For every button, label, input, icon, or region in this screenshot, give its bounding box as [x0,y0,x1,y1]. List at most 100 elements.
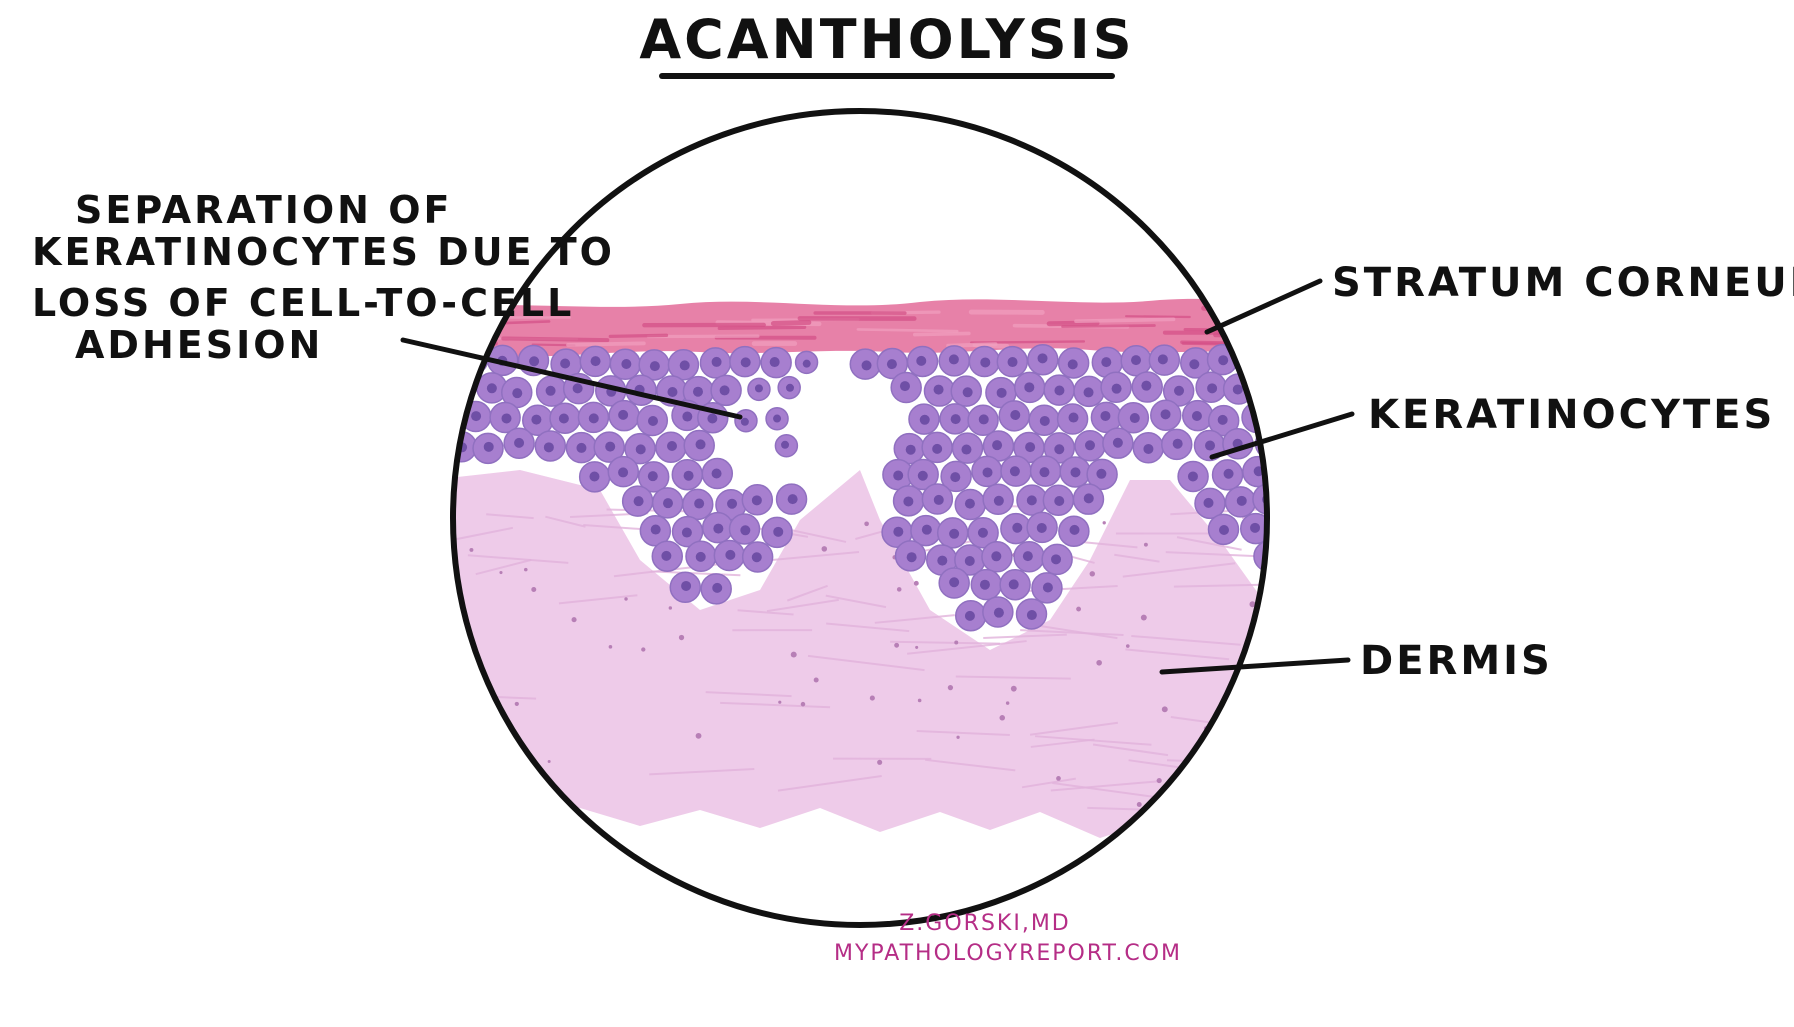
dermis-fiber [1230,770,1267,780]
keratinocyte-cell [1270,570,1300,600]
keratinocyte-cell [472,432,504,465]
keratinocyte-cell [1268,459,1298,489]
keratinocyte-cell [1031,572,1063,604]
keratinocyte-cell [1211,459,1244,491]
keratinocyte-cell [728,513,761,545]
keratinocyte-cell [609,348,642,381]
dermis-nucleus [1102,521,1106,525]
dermis-nucleus [1005,701,1010,705]
keratinocyte-cell [741,484,774,516]
keratinocyte-cell [893,432,926,465]
dermis-nucleus [668,606,673,610]
dermis-nucleus [1261,762,1267,768]
corneum-streak [1074,317,1176,324]
keratinocyte-cell [1271,513,1301,543]
dermis-nucleus [547,759,551,764]
corneum-streak [770,319,812,326]
dermis-nucleus [678,634,685,641]
keratinocyte-cell [1148,344,1181,376]
dermis-nucleus [1191,791,1197,797]
separation-label-line-4: ADHESION [75,323,323,367]
dermis-fiber [545,515,586,528]
dermis-nucleus [1076,606,1082,612]
dermis-nucleus [869,695,875,701]
keratinocyte-cell [1041,543,1073,576]
dermis-fiber [1122,562,1236,578]
acantholytic-cell [774,433,799,458]
separation-label-line-1: SEPARATION OF [75,188,452,232]
keratinocyte-cell [701,511,734,544]
keratinocyte-cell [713,539,746,572]
keratinocyte-cell [453,371,473,403]
keratinocyte-cell [577,401,610,434]
keratinocyte-cell [907,458,939,491]
keratinocyte-cell [1224,486,1257,518]
keratinocyte-cell [1120,344,1152,377]
keratinocyte-cell [982,596,1014,628]
dermis-nucleus [864,521,869,527]
dermis-nucleus [896,587,902,592]
keratinocyte-cell [1016,484,1048,516]
keratinocyte-cell [700,573,732,605]
corneum-streak [453,341,498,347]
dermis-fiber [1020,629,1124,636]
dermis-fiber [1274,564,1365,566]
keratinocyte-cell [1026,511,1058,544]
dermis-nucleus [813,677,819,683]
keratinocyte-cell [1029,455,1062,487]
keratinocyte-cell [1027,343,1059,376]
dermis-nucleus [1056,776,1061,781]
keratinocyte-cell [1013,371,1046,404]
dermis-fiber [650,570,741,577]
keratinocyte-cell [1179,347,1212,379]
dermis-fiber [1125,648,1230,661]
keratinocyte-cell [1073,375,1105,408]
keratinocyte-cell [682,375,715,408]
keratinocyte-cell [894,540,927,572]
keratinocyte-cell [1059,456,1091,488]
dermis-fiber [649,767,755,776]
dermis-nucleus [947,685,954,691]
keratinocyte-cell [996,345,1029,378]
keratinocyte-cell [1074,429,1106,462]
separation-label: SEPARATION OF KERATINOCYTES DUE TO LOSS … [32,188,612,367]
dermis-fiber [1052,782,1161,799]
dermis-nucleus [915,645,919,649]
keratinocyte-cell [999,568,1031,601]
keratinocyte-cell [921,483,954,515]
corneum-streak [856,328,959,333]
keratinocyte-cell [655,431,687,463]
dermis-fiber [777,774,882,792]
dermis-fiber [467,554,569,564]
keratinocyte-cell [1286,485,1316,515]
keratinocyte-cell [476,372,508,404]
dermis-fiber [1248,755,1267,760]
keratinocyte-cell [671,515,704,548]
keratinocyte-cell [1250,372,1267,405]
dermis-fiber [1050,780,1160,792]
keratinocyte-cell [1161,428,1193,461]
keratinocyte-cell [761,516,793,549]
keratinocyte-cell [1177,460,1209,493]
stratum-corneum-leader-line [1204,278,1323,335]
keratinocyte-cell [624,432,656,465]
dermis-nucleus [608,645,613,649]
keratinocyte-cell [579,345,612,378]
corneum-streak [503,320,551,325]
keratinocyte-cell [729,345,761,378]
dermis-nucleus [917,698,922,703]
dermis-fiber [771,550,860,562]
keratinocyte-cell [639,515,672,547]
dermis-nucleus [499,571,503,575]
keratinocyte-cell [968,345,1001,378]
acantholytic-cell [765,406,789,431]
dermis-fiber [1114,553,1160,563]
keratinocyte-cell [936,517,969,549]
keratinocyte-cell [1284,378,1314,408]
corneum-streak [1124,315,1191,319]
dermis-nucleus [477,681,483,688]
dermis-fiber [925,758,1016,772]
diagram-title: ACANTHOLYSIS [639,8,1134,71]
keratinocyte-cell [565,431,598,464]
dermis-nucleus [1219,807,1224,812]
